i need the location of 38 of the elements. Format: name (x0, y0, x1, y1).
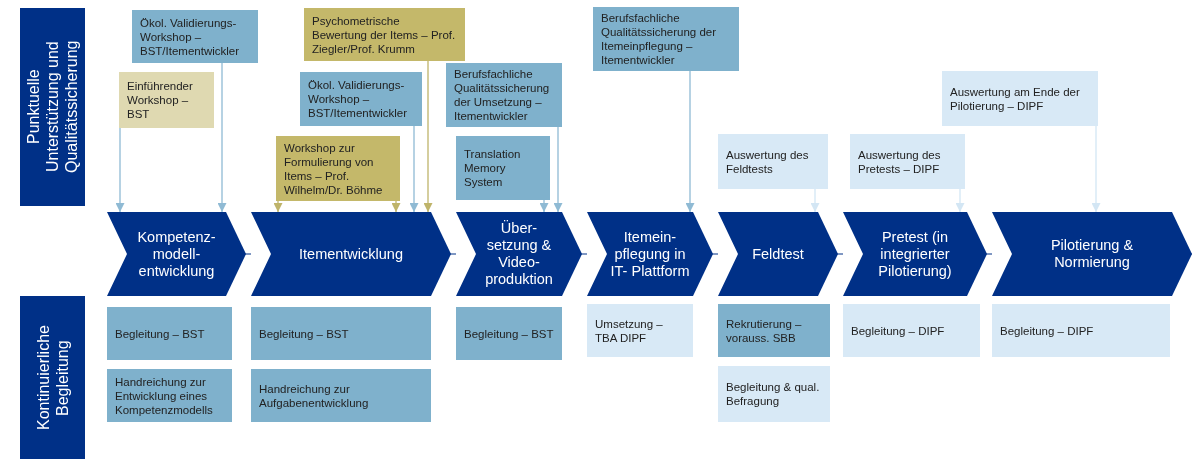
info-box: Berufsfachliche Qualitätssicherung der Umsetzung – Itementwickler (446, 63, 562, 127)
info-box: Auswertung des Pretests – DIPF (850, 134, 965, 189)
info-box: Begleitung – DIPF (992, 304, 1170, 357)
arrow (391, 200, 401, 213)
info-box: Handreichung zur Entwicklung eines Kompetenzmodells (107, 369, 232, 422)
process-step: Feldtest (718, 212, 818, 296)
arrow (423, 60, 433, 213)
info-box: Ökol. Validierungs-Workshop – BST/Itementwickler (132, 10, 258, 63)
info-box: Translation Memory System (456, 136, 550, 200)
row-header: Punktuelle Unterstützung und Qualitätssicherung (20, 8, 85, 206)
info-box: Begleitung – BST (107, 307, 232, 360)
info-box: Auswertung am Ende der Pilotierung – DIPF (942, 71, 1098, 126)
info-box: Begleitung – BST (251, 307, 431, 360)
process-step: Itemein- pflegung in IT- Plattform (587, 212, 693, 296)
info-box: Psychometrische Bewertung der Items – Prof. Ziegler/Prof. Krumm (304, 8, 465, 61)
info-box: Berufsfachliche Qualitätssicherung der Itemeinpflegung – Itementwickler (593, 7, 739, 71)
process-step: Über- setzung & Video- produktion (456, 212, 562, 296)
info-box: Auswertung des Feldtests (718, 134, 828, 189)
process-step: Kompetenz- modell- entwicklung (107, 212, 226, 296)
arrow (409, 125, 419, 213)
info-box: Handreichung zur Aufgabenentwicklung (251, 369, 431, 422)
info-box: Begleitung – DIPF (843, 304, 980, 357)
arrow (273, 200, 283, 213)
arrow (539, 199, 549, 213)
row-header: Kontinuierliche Begleitung (20, 296, 85, 459)
arrow (1091, 125, 1101, 213)
process-step: Pilotierung & Normierung (992, 212, 1172, 296)
info-box: Umsetzung – TBA DIPF (587, 304, 693, 357)
info-box: Begleitung & qual. Befragung (718, 366, 830, 422)
info-box: Rekrutierung – vorauss. SBB (718, 304, 830, 357)
process-step: Pretest (in integrierter Pilotierung) (843, 212, 967, 296)
info-box: Einführender Workshop – BST (119, 72, 214, 128)
arrow (553, 126, 563, 213)
info-box: Workshop zur Formulierung von Items – Prof. Wilhelm/Dr. Böhme (276, 136, 400, 201)
arrow (115, 127, 125, 213)
process-step: Itementwicklung (251, 212, 431, 296)
info-box: Ökol. Validierungs-Workshop – BST/Itementwickler (300, 72, 422, 126)
info-box: Begleitung – BST (456, 307, 562, 360)
